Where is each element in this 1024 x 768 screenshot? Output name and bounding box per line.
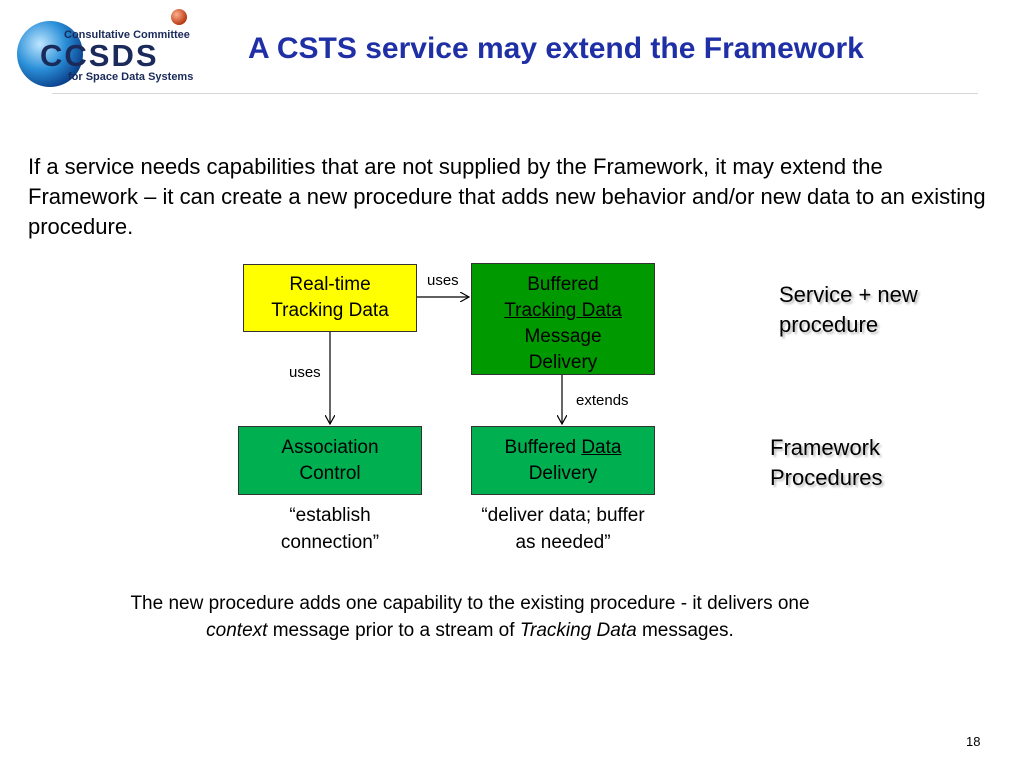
edge-label-uses-top: uses [427, 272, 459, 289]
page-number: 18 [966, 734, 981, 749]
title-divider [52, 93, 978, 94]
edge-label-uses-left: uses [289, 364, 321, 381]
btdmd-line2: Tracking Data [504, 300, 622, 321]
edge-label-extends: extends [576, 392, 629, 409]
bdd-line2: Delivery [528, 462, 598, 484]
buffered-data-delivery-box: Buffered Data Delivery [471, 426, 655, 495]
service-new-procedure-label: Service + new procedure [779, 282, 918, 337]
realtime-line1: Real-time [289, 274, 371, 295]
association-line1: Association [281, 436, 379, 458]
bottom-part3: messages. [636, 620, 734, 641]
bottom-part1: The new procedure adds one capability to… [130, 593, 810, 614]
intro-paragraph: If a service needs capabilities that are… [28, 154, 986, 239]
framework-procedures-label: Framework Procedures [770, 435, 883, 490]
realtime-line2: Tracking Data [271, 300, 389, 321]
page-title: A CSTS service may extend the Framework [248, 32, 864, 65]
btdmd-line4: Delivery [528, 352, 598, 373]
association-line2: Control [299, 462, 361, 484]
bottom-italic-tracking-data: Tracking Data [519, 620, 637, 641]
bdd-word1: Buffered [504, 436, 577, 458]
btdmd-line1: Buffered [527, 274, 599, 295]
svg-text:CCSDS: CCSDS [40, 38, 159, 73]
realtime-tracking-data-box: Real-time Tracking Data [243, 264, 417, 332]
bottom-italic-context: context [206, 620, 268, 641]
bottom-explanation: The new procedure adds one capability to… [40, 590, 900, 644]
quote-deliver-data: “deliver data; buffer as needed” [481, 505, 645, 553]
buffered-tracking-data-message-delivery-box: Buffered Tracking Data Message Delivery [471, 263, 655, 375]
bottom-part2: message prior to a stream of [267, 620, 520, 641]
svg-text:Consultative Committee: Consultative Committee [64, 29, 190, 41]
svg-text:for Space Data Systems: for Space Data Systems [68, 71, 193, 83]
bdd-word2: Data [581, 436, 622, 458]
association-control-box: Association Control [238, 426, 422, 495]
ccsds-logo: Consultative Committee CCSDS for Space D… [12, 8, 212, 88]
quote-establish-connection: “establish connection” [280, 505, 380, 553]
btdmd-line3: Message [524, 326, 602, 347]
ccsds-logo-graphic: Consultative Committee CCSDS for Space D… [17, 9, 193, 87]
